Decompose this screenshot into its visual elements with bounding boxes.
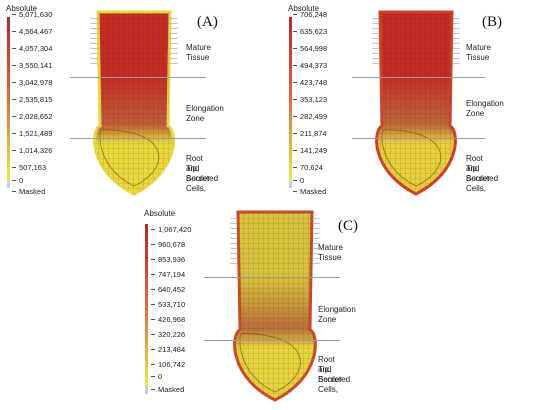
scale-tick: 564,998 — [292, 44, 328, 53]
zone-divider — [204, 277, 340, 278]
color-scale-bar — [7, 17, 10, 184]
root-tip-label-line2: and Secreted — [186, 164, 219, 183]
zone-divider — [70, 77, 206, 78]
masked-swatch — [289, 180, 292, 188]
panel-letter: (A) — [197, 14, 218, 30]
panel-letter: (C) — [338, 218, 358, 234]
scale-tick: 320,226 — [150, 330, 186, 339]
scale-tick: 747,194 — [150, 270, 186, 279]
scale-tick: 423,748 — [292, 78, 328, 87]
root-tip-label-line2: and Secreted — [318, 365, 351, 384]
scale-tick: 213,484 — [150, 345, 186, 354]
elongation-zone-label: Elongation Zone — [466, 99, 504, 118]
scale-tick: 211,874 — [293, 129, 327, 138]
masked-label: Masked — [292, 187, 327, 196]
scale-tick: 3,042,978 — [11, 78, 53, 87]
scale-tick: 2,028,652 — [11, 112, 53, 121]
mature-tissue-label: Mature Tissue — [466, 43, 491, 62]
root-shape — [371, 10, 461, 196]
color-scale-bar — [289, 17, 292, 184]
elongation-zone-label: Elongation Zone — [318, 305, 356, 324]
scale-tick: 507,163 — [11, 163, 47, 172]
zone-divider — [70, 138, 206, 139]
mature-tissue-label: Mature Tissue — [318, 243, 343, 262]
mature-tissue-label: Mature Tissue — [186, 43, 211, 62]
scale-tick: 0 — [150, 372, 163, 381]
scale-tick: 106,742 — [150, 360, 186, 369]
scale-tick: 353,123 — [292, 95, 328, 104]
scale-title: Absolute — [288, 4, 320, 13]
root-shape — [89, 10, 179, 196]
scale-tick: 853,936 — [150, 255, 186, 264]
scale-tick: 960,678 — [150, 240, 186, 249]
scale-tick: 1,014,326 — [11, 146, 53, 155]
root-tip-label-line1: Root Tip, Border Cells, — [318, 355, 343, 394]
root-shape — [229, 210, 321, 402]
scale-tick: 2,535,815 — [11, 95, 53, 104]
scale-tick: 1,067,420 — [150, 225, 192, 234]
root-tip-label-line1: Root Tip, Border Cells, — [186, 154, 211, 193]
masked-label: Masked — [11, 187, 46, 196]
scale-tick: 4,564,467 — [11, 27, 53, 36]
scale-tick: 494,373 — [292, 61, 328, 70]
scale-tick: 0 — [11, 176, 24, 185]
panel-letter: (B) — [482, 14, 502, 30]
root-heatmap — [229, 210, 321, 402]
root-heatmap — [371, 10, 461, 196]
scale-tick: 0 — [292, 176, 305, 185]
scale-tick: 640,452 — [150, 285, 186, 294]
zone-divider — [204, 340, 340, 341]
zone-divider — [352, 77, 485, 78]
scale-tick: 1,521,489 — [11, 129, 53, 138]
scale-title: Absolute — [6, 4, 38, 13]
masked-swatch — [145, 386, 148, 394]
scale-tick: 635,623 — [292, 27, 328, 36]
masked-label: Masked — [150, 385, 185, 394]
scale-tick: 533,710 — [150, 300, 186, 309]
zone-divider — [352, 138, 485, 139]
root-tip-label-line1: Root Tip, Border Cells, — [466, 154, 491, 193]
color-scale-bar — [145, 224, 148, 390]
scale-tick: 70,624 — [293, 163, 323, 172]
scale-title: Absolute — [144, 209, 176, 218]
scale-tick: 141,249 — [292, 146, 328, 155]
scale-tick: 426,968 — [150, 315, 186, 324]
elongation-zone-label: Elongation Zone — [186, 104, 224, 123]
root-tip-label-line2: and Secreted — [466, 164, 499, 183]
scale-tick: 706,248 — [292, 10, 328, 19]
scale-tick: 4,057,304 — [11, 44, 53, 53]
scale-tick: 3,550,141 — [11, 61, 53, 70]
root-heatmap — [89, 10, 179, 196]
scale-tick: 5,071,630 — [11, 10, 53, 19]
masked-swatch — [7, 180, 10, 188]
scale-tick: 282,499 — [292, 112, 328, 121]
